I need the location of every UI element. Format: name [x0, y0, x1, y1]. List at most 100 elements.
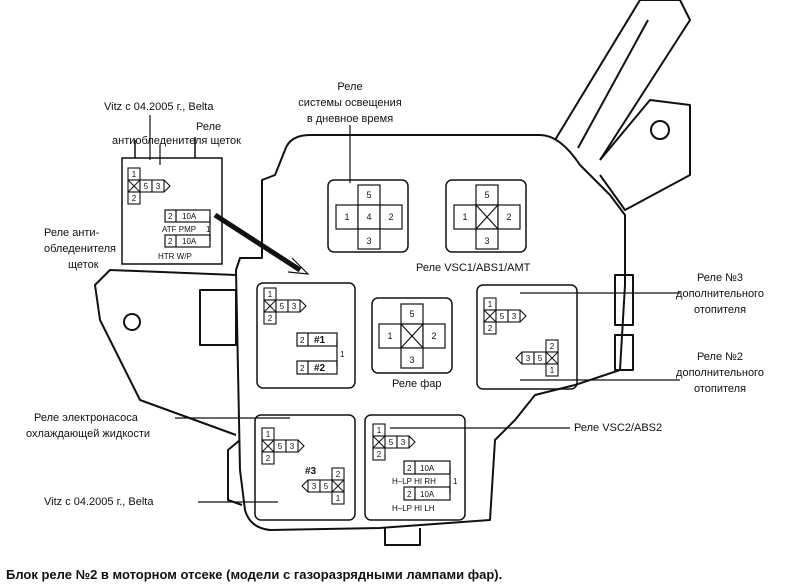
figure-caption: Блок реле №2 в моторном отсеке (модели с…: [6, 567, 503, 582]
box-heater-relays: [476, 284, 578, 390]
fuse-n1-label: #1: [314, 335, 326, 346]
label-deicer-left-1: Реле анти-: [44, 227, 100, 239]
relay-inset-deicer-pin: 5: [144, 182, 149, 191]
relay-heater2-pin: 1: [550, 366, 555, 375]
relay-block-housing: [235, 134, 626, 531]
pin-daylight-3: 3: [366, 236, 371, 246]
relay-pump-pin: 1: [266, 430, 271, 439]
relay-heater2-pin: 3: [526, 354, 531, 363]
relay-wiper-deicer-pin: 1: [268, 290, 273, 299]
left-mounting-tab: [94, 269, 237, 436]
box-pump: [254, 414, 356, 521]
relay-vsc2-pin: 1: [377, 426, 382, 435]
inset-vitz-top: [121, 137, 223, 265]
relay-vsc1-pins: [453, 184, 521, 250]
relay-pump-pin: 3: [290, 442, 295, 451]
fuse-atf-label: ATF PMP: [162, 225, 196, 234]
pin-vsc1-3: 3: [484, 236, 489, 246]
pin-headlight-2: 2: [431, 331, 436, 341]
fuse-n1-2: 2: [300, 336, 305, 345]
leader-deicer-left-head: [287, 257, 310, 275]
label-deicer-top-1: Реле: [196, 121, 222, 133]
label-vsc2: Реле VSC2/ABS2: [574, 422, 663, 434]
pin-daylight-5: 5: [366, 190, 371, 200]
leader-deicer-left: [213, 212, 302, 273]
box-vsc2: [364, 414, 466, 521]
relay-pump-3-pin: 5: [324, 482, 329, 491]
label-heater3-3: отопителя: [693, 304, 747, 316]
pin-headlight-3: 3: [409, 355, 414, 365]
fuse-atf-2: 2: [168, 212, 173, 221]
pin-daylight-4: 4: [366, 212, 371, 222]
relay-inset-deicer-pin: 3: [156, 182, 161, 191]
relay-wiper-deicer-pin: 2: [268, 314, 273, 323]
fuse-num1: [296, 332, 338, 347]
relay-vsc2-pin: 2: [377, 450, 382, 459]
relay-heater2-pin: 2: [550, 342, 555, 351]
box-daylight: [327, 179, 409, 253]
relay-pump-3-pin: 1: [336, 494, 341, 503]
relay-inset-deicer-pin: 2: [132, 194, 137, 203]
relay-pump-pin: 5: [278, 442, 283, 451]
relay-heater3-pin: 2: [488, 324, 493, 333]
relay-heater3-pin: 1: [488, 300, 493, 309]
fuse-n-1: 1: [340, 350, 345, 359]
pin-daylight-1: 1: [344, 212, 349, 222]
fuse-lh-label: H–LP HI LH: [392, 504, 435, 513]
box-headlight: [371, 297, 453, 374]
pump-num3: #3: [305, 466, 317, 477]
right-tab-upper: [614, 274, 634, 326]
mounting-bracket: [554, 0, 691, 211]
relay-pump-3-pin: 3: [312, 482, 317, 491]
label-heater2-1: Реле №2: [696, 351, 744, 363]
fuse-lh-2: 2: [407, 490, 412, 499]
fuse-lh-10a: 10A: [420, 490, 435, 499]
relay-heater2-pin: 5: [538, 354, 543, 363]
relay-heater3-pin: 5: [500, 312, 505, 321]
label-heater2-3: отопителя: [693, 383, 747, 395]
bottom-tab: [384, 528, 421, 546]
relay-vsc2-pin: 5: [389, 438, 394, 447]
fuse-num2: [296, 360, 338, 375]
fuse-n2-2: 2: [300, 364, 305, 373]
fuse-htr-label: HTR W/P: [158, 252, 192, 261]
relay-pump-pin: 2: [266, 454, 271, 463]
relay-wiper-deicer-pin: 5: [280, 302, 285, 311]
relay-inset-deicer-pin: 1: [132, 170, 137, 179]
fuse-rh-label: H–LP HI RH: [392, 477, 436, 486]
label-vitz-top: Vitz с 04.2005 г., Belta: [104, 101, 214, 113]
pin-vsc1-2: 2: [506, 212, 511, 222]
label-deicer-left-3: щеток: [68, 259, 99, 271]
relay-heater3-pin: 3: [512, 312, 517, 321]
label-heater3-1: Реле №3: [696, 272, 744, 284]
fuse-vsc2-1: 1: [453, 477, 458, 486]
fuse-rh-10a: 10A: [420, 464, 435, 473]
label-daylight-1: Реле: [337, 81, 363, 93]
fuse-rh-2: 2: [407, 464, 412, 473]
fuse-htr-2: 2: [168, 237, 173, 246]
fuse-htr-10a: 10A: [182, 237, 197, 246]
fuse-atf-10a: 10A: [182, 212, 197, 221]
label-pump-1: Реле электронасоса: [34, 412, 138, 424]
pin-vsc1-1: 1: [462, 212, 467, 222]
relay-vsc2-pin: 3: [401, 438, 406, 447]
pin-vsc1-5: 5: [484, 190, 489, 200]
fuse-inset-1: 1: [206, 225, 211, 234]
label-headlight: Реле фар: [392, 378, 442, 390]
label-daylight-2: системы освещения: [298, 97, 402, 109]
pin-daylight-2: 2: [388, 212, 393, 222]
box-vsc1: [445, 179, 527, 253]
label-deicer-left-2: обледенителя: [44, 243, 117, 255]
label-vitz-bottom: Vitz с 04.2005 г., Belta: [44, 496, 154, 508]
label-deicer-top-2: антиобледенителя щеток: [112, 135, 241, 147]
fuse-n2-label: #2: [314, 363, 326, 374]
relay-headlight-pins: [378, 303, 446, 369]
